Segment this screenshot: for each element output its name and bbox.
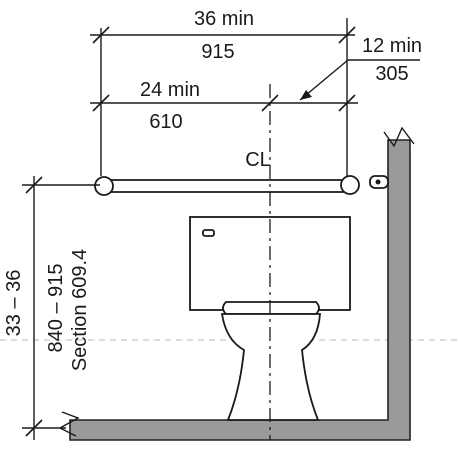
grab-bar: [99, 179, 351, 193]
grab-bar-end-left: [94, 176, 114, 196]
side-wall-floor: [69, 139, 411, 441]
centerline-symbol: CL: [245, 149, 271, 171]
dim-tick: [338, 94, 356, 112]
side-grab-bar-bolt: [375, 179, 381, 185]
dimension-24-imperial: 24 min: [140, 79, 200, 101]
height-metric: 840 – 915: [45, 264, 67, 353]
dimension-12-metric: 305: [375, 63, 408, 85]
dimension-12-imperial: 12 min: [362, 35, 422, 57]
height-imperial: 33 – 36: [3, 270, 25, 337]
dimension-24-metric: 610: [149, 111, 182, 133]
dim-tick: [92, 26, 110, 44]
height-section-reference: Section 609.4: [69, 249, 91, 371]
dim-tick: [25, 419, 43, 437]
floor-break-mark: [58, 411, 80, 437]
tank-handle: [202, 229, 215, 237]
dim-tick: [25, 176, 43, 194]
toilet-bowl: [220, 313, 321, 421]
wall-break-mark: [383, 126, 415, 148]
grab-bar-end-right: [340, 175, 360, 195]
dimension-36-imperial: 36 min: [194, 8, 254, 30]
dim-tick: [92, 94, 110, 112]
leader-arrowhead: [300, 90, 312, 100]
dimension-36-metric: 915: [201, 41, 234, 63]
toilet-seat: [222, 301, 320, 315]
dim-tick: [338, 26, 356, 44]
